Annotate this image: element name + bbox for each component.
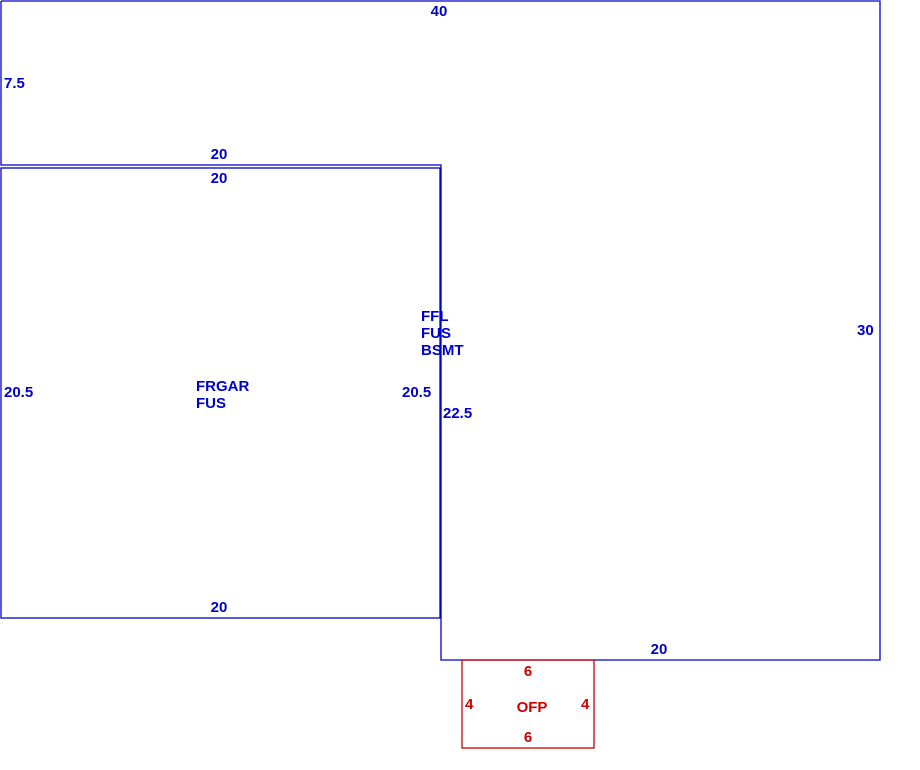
porch-dim-top: 6 <box>524 663 532 680</box>
garage-dim-top: 20 <box>211 170 228 187</box>
porch-dim-left: 4 <box>465 696 474 713</box>
porch-label: OFP <box>517 699 548 716</box>
house-dim-top: 40 <box>431 3 448 20</box>
house-dim-right: 30 <box>857 322 874 339</box>
house-dim-inner-left: 22.5 <box>443 405 472 422</box>
porch-dim-bottom: 6 <box>524 729 532 746</box>
garage-dim-left: 20.5 <box>4 384 33 401</box>
house-label-line-2: FUS <box>421 325 451 342</box>
garage-dim-bottom: 20 <box>211 599 228 616</box>
garage-label-line-1: FRGAR <box>196 378 249 395</box>
garage-dim-right: 20.5 <box>402 384 431 401</box>
porch-outline <box>461 659 595 749</box>
house-dim-bottom: 20 <box>651 641 668 658</box>
garage-outline <box>0 167 441 619</box>
house-label-line-3: BSMT <box>421 342 464 359</box>
house-dim-left-upper: 7.5 <box>4 75 25 92</box>
house-label-line-1: FFL <box>421 308 449 325</box>
garage-label-line-2: FUS <box>196 395 226 412</box>
house-outline <box>0 0 881 661</box>
house-dim-notch-top: 20 <box>211 146 228 163</box>
porch-dim-right: 4 <box>581 696 590 713</box>
